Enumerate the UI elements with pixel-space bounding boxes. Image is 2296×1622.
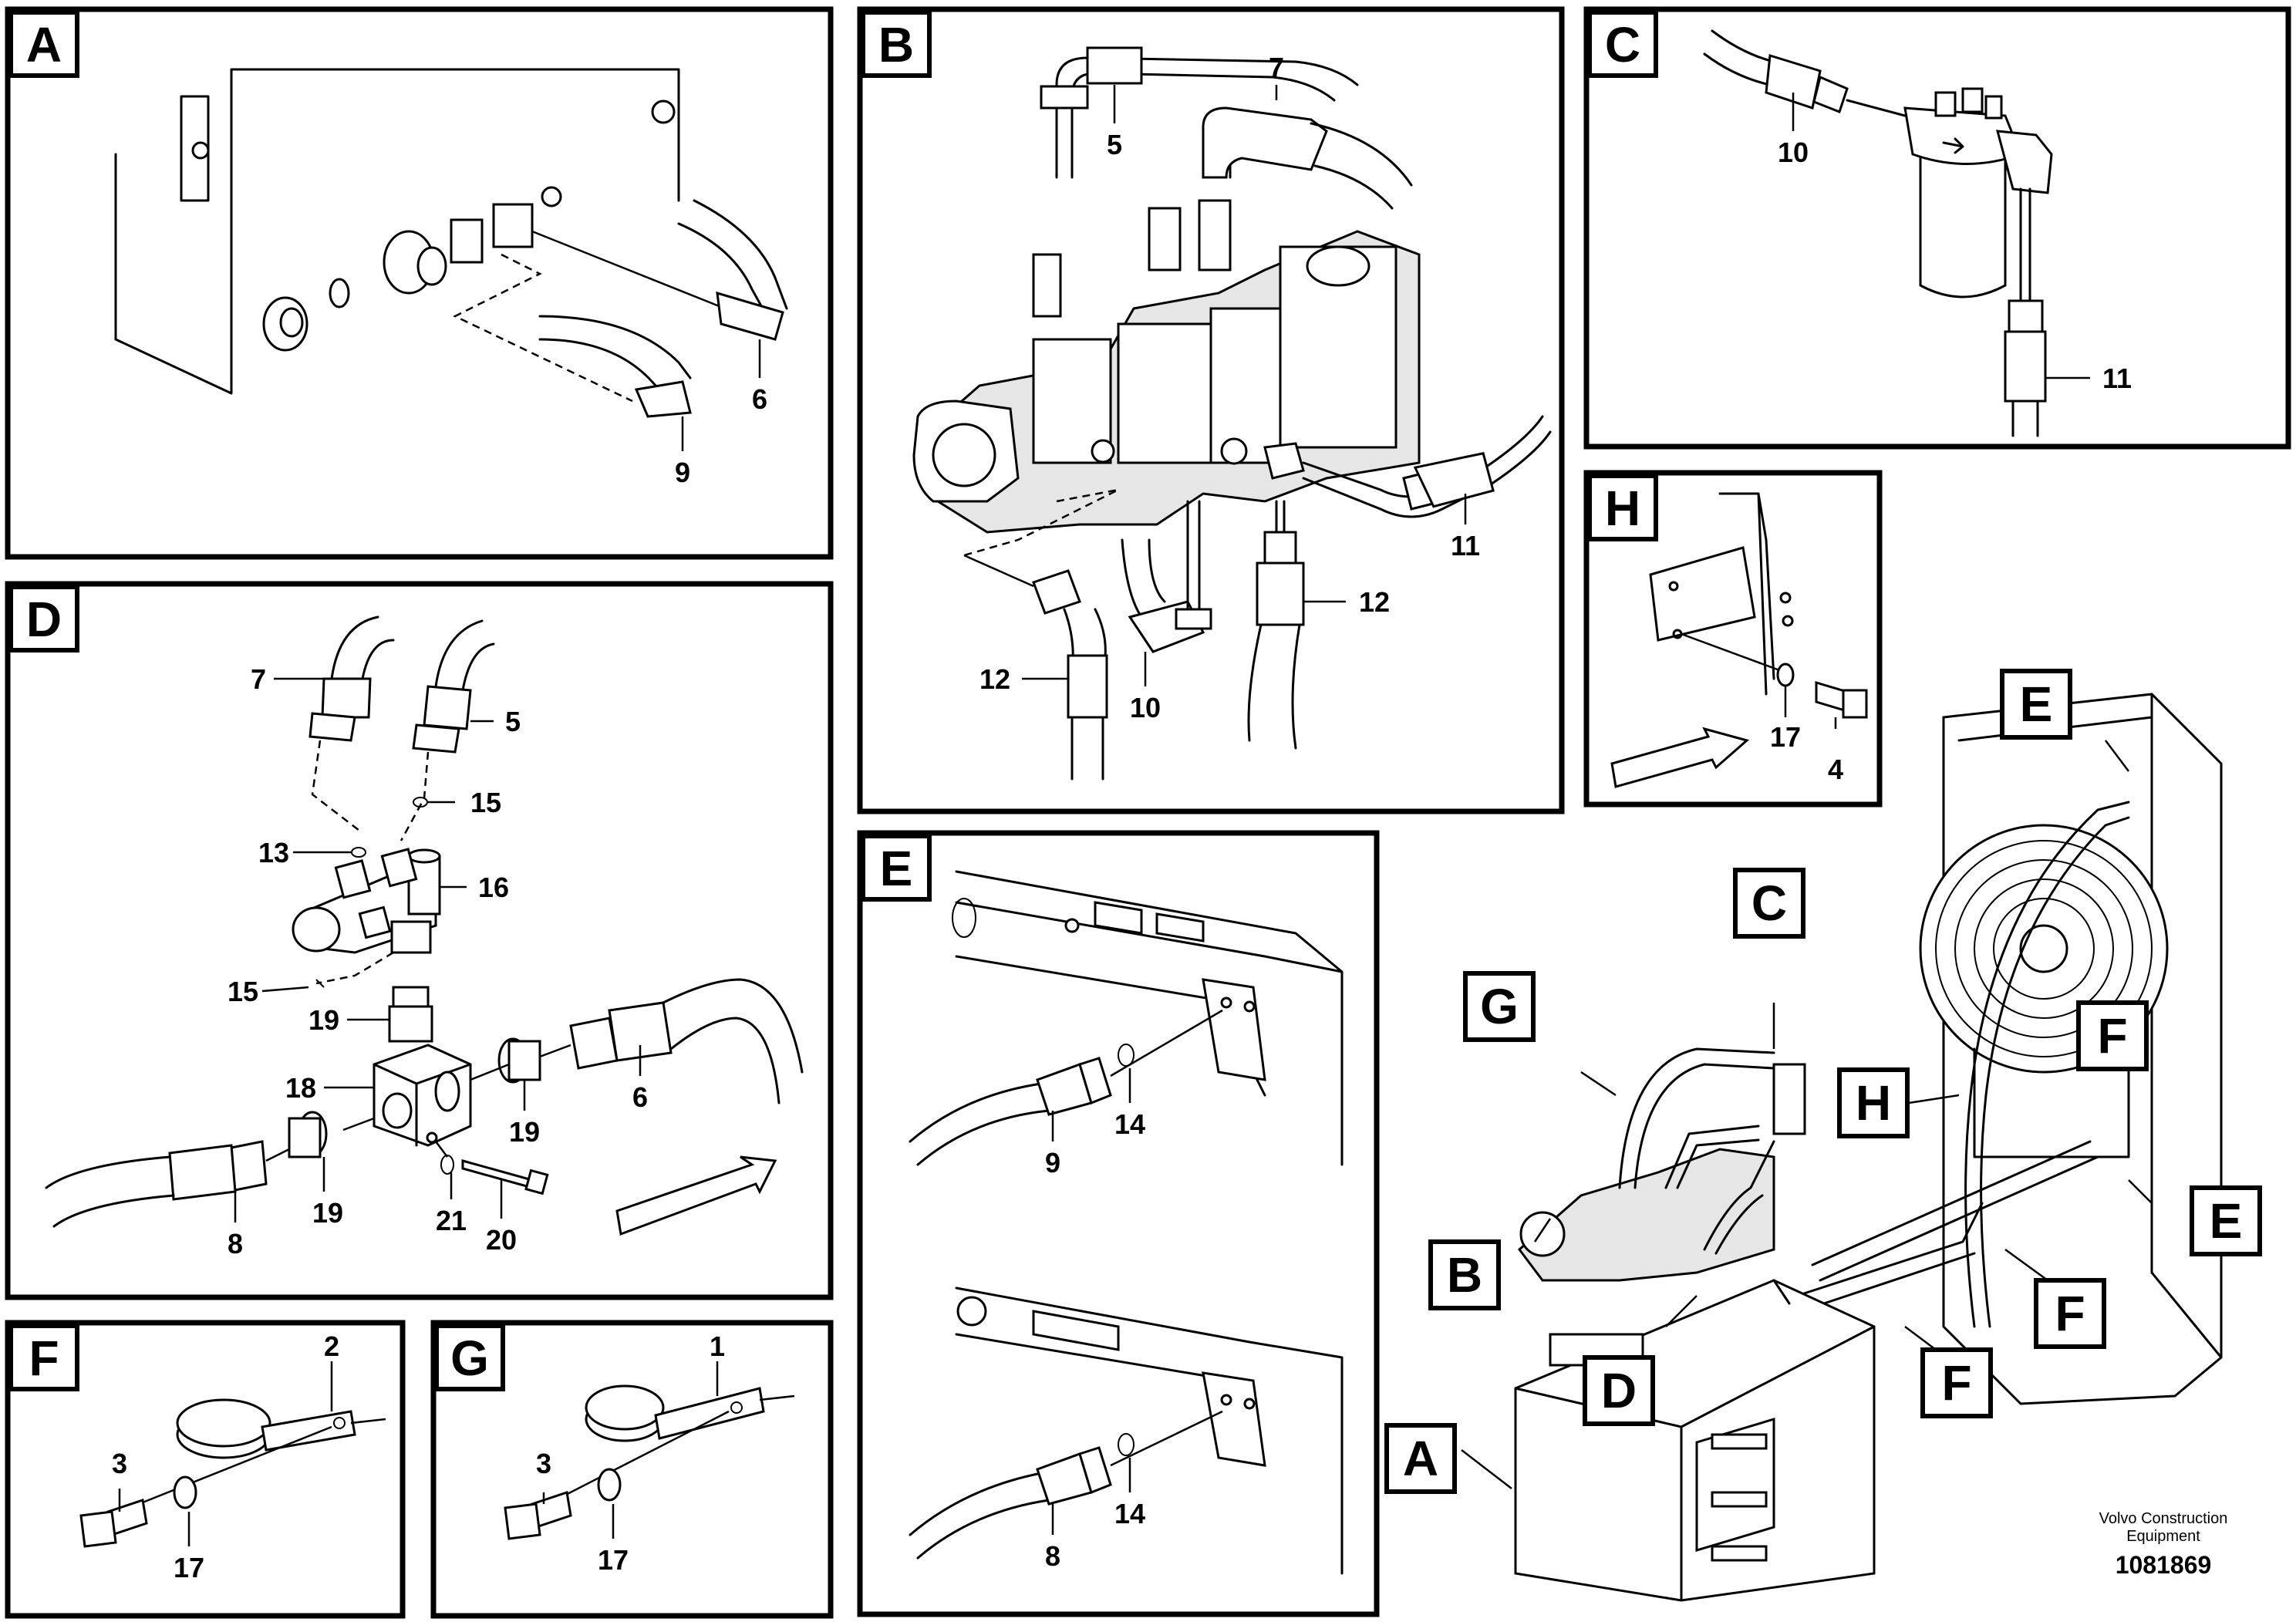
overview-assembly: C G E F H E F F B D A (1384, 669, 2262, 1602)
overview-tag-h: H (1856, 1075, 1891, 1131)
svg-text:18: 18 (285, 1072, 316, 1104)
svg-text:12: 12 (979, 663, 1010, 695)
panel-g-tag: G (450, 1330, 489, 1386)
panel-b-tag: B (878, 17, 914, 73)
panel-g: G 1 3 17 (430, 1320, 834, 1619)
panel-h: H 17 4 (1583, 470, 1883, 808)
panel-e-tag: E (880, 841, 913, 896)
overview-tag-e-bottom: E (2210, 1193, 2243, 1249)
overview-tag-b: B (1447, 1247, 1482, 1303)
footer: Volvo Construction Equipment 1081869 (2099, 1510, 2228, 1579)
svg-text:11: 11 (2102, 363, 2132, 394)
svg-text:7: 7 (1269, 52, 1284, 83)
panel-c: C 10 11 (1583, 6, 2291, 450)
company-line-1: Volvo Construction (2099, 1510, 2228, 1527)
svg-text:7: 7 (251, 663, 266, 695)
svg-text:15: 15 (470, 787, 501, 818)
svg-text:10: 10 (1778, 137, 1809, 168)
svg-text:15: 15 (228, 976, 258, 1007)
panel-f: F 2 3 17 (5, 1320, 406, 1619)
overview-tag-f-mid: F (2055, 1286, 2085, 1341)
svg-text:6: 6 (752, 383, 767, 415)
panel-a: A 6 9 (5, 6, 834, 560)
svg-text:16: 16 (478, 872, 509, 903)
panel-e: E 9 14 8 14 (857, 830, 1380, 1617)
company-line-2: Equipment (2126, 1528, 2200, 1545)
panel-b: B (857, 6, 1565, 814)
overview-tag-f-low: F (1941, 1355, 1971, 1411)
panel-d: D (5, 581, 834, 1300)
panel-d-tag: D (26, 592, 62, 647)
svg-text:9: 9 (675, 457, 690, 488)
svg-text:4: 4 (1828, 754, 1843, 785)
svg-text:17: 17 (1770, 721, 1801, 753)
svg-text:8: 8 (228, 1228, 243, 1259)
svg-text:14: 14 (1114, 1108, 1145, 1140)
svg-text:3: 3 (112, 1448, 127, 1479)
panel-a-tag: A (26, 17, 62, 73)
svg-text:17: 17 (174, 1552, 204, 1583)
svg-text:13: 13 (258, 837, 289, 868)
svg-text:19: 19 (308, 1004, 339, 1036)
svg-text:1: 1 (710, 1330, 725, 1362)
svg-text:19: 19 (312, 1197, 343, 1229)
svg-text:21: 21 (436, 1205, 467, 1236)
svg-text:12: 12 (1359, 586, 1390, 618)
panel-h-tag: H (1605, 481, 1640, 536)
svg-text:9: 9 (1045, 1147, 1060, 1179)
overview-tag-a: A (1403, 1431, 1438, 1486)
panel-f-tag: F (29, 1330, 59, 1386)
svg-text:3: 3 (536, 1448, 551, 1479)
svg-text:6: 6 (632, 1081, 648, 1113)
overview-tag-d: D (1601, 1363, 1637, 1418)
overview-tag-f-fan: F (2097, 1008, 2127, 1064)
svg-text:14: 14 (1114, 1498, 1145, 1529)
svg-text:2: 2 (324, 1330, 339, 1362)
svg-text:5: 5 (505, 706, 521, 737)
svg-text:10: 10 (1130, 692, 1161, 723)
svg-text:17: 17 (598, 1544, 629, 1576)
svg-text:19: 19 (509, 1116, 540, 1148)
overview-tag-e-top: E (2020, 676, 2053, 732)
svg-text:8: 8 (1045, 1540, 1060, 1572)
drawing-number: 1081869 (2116, 1551, 2212, 1579)
overview-tag-c: C (1752, 875, 1787, 931)
overview-tag-g: G (1480, 979, 1519, 1034)
svg-text:20: 20 (486, 1224, 517, 1256)
panel-c-tag: C (1605, 17, 1640, 73)
svg-text:11: 11 (1451, 530, 1480, 561)
svg-text:5: 5 (1107, 129, 1122, 160)
